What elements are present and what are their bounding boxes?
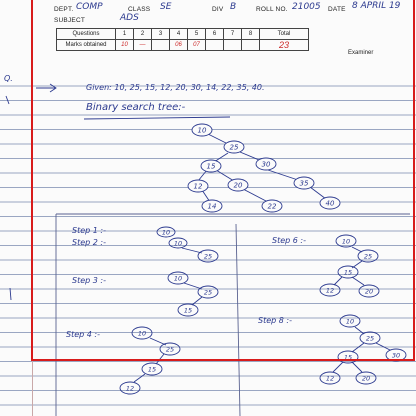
date-label: DATE (328, 6, 346, 13)
svg-text:25: 25 (204, 289, 212, 297)
step-2-label: Step 2 :- (72, 238, 106, 247)
dept-label: DEPT. (54, 6, 74, 13)
margin-tick (5, 95, 10, 105)
svg-text:15: 15 (344, 354, 352, 362)
date-value: 8 APRIL 19 (352, 1, 401, 11)
marks-table: Questions 1 2 3 4 5 6 7 8 Total Marks ob… (56, 28, 309, 51)
bst-title: Binary search tree:- (86, 102, 186, 113)
tree-node-circle (227, 178, 249, 192)
class-label: CLASS (128, 6, 151, 13)
step-4-label: Step 4 :- (66, 330, 100, 339)
examiner-label: Examiner (348, 50, 374, 56)
tree-node-circle (319, 196, 341, 210)
svg-text:12: 12 (326, 287, 334, 295)
title-underline (83, 116, 231, 120)
svg-text:10: 10 (174, 240, 182, 248)
tree-node-value: 22 (268, 203, 277, 211)
step-column-divider (235, 223, 241, 416)
svg-text:20: 20 (365, 288, 373, 296)
tree-node-circle (201, 199, 223, 213)
step-1-label: Step 1 :- (72, 226, 106, 235)
doodles (5, 83, 410, 416)
svg-text:25: 25 (364, 253, 372, 261)
svg-text:25: 25 (166, 346, 174, 354)
tree-node-circle (191, 123, 213, 137)
svg-text:10: 10 (138, 330, 146, 338)
tree-node-value: 30 (262, 161, 271, 169)
tree-node-value: 12 (194, 183, 203, 191)
question-number-label: Q. (4, 74, 13, 83)
step-6-label: Step 6 :- (272, 236, 306, 245)
margin-tick (9, 287, 12, 301)
div-value: B (230, 2, 237, 12)
tree-node-circle (293, 176, 315, 190)
svg-text:15: 15 (184, 307, 192, 315)
step-3-label: Step 3 :- (72, 276, 106, 285)
svg-text:12: 12 (126, 385, 134, 393)
main-tree-edges (197, 132, 327, 203)
main-tree: 10 25 15 30 12 20 35 14 22 40 (187, 123, 341, 213)
svg-text:10: 10 (346, 318, 354, 326)
step-8-label: Step 8 :- (258, 316, 292, 325)
tree-node-value: 20 (234, 182, 243, 190)
tree-node-value: 40 (326, 200, 335, 208)
subject-label: SUBJECT (54, 17, 86, 24)
tree-node-circle (200, 159, 222, 173)
div-label: DIV (212, 6, 224, 13)
tree-node-circle (187, 179, 209, 193)
tree-node-circle (261, 199, 283, 213)
total-value: 23 (259, 39, 309, 51)
svg-text:25: 25 (366, 335, 374, 343)
tree-node-value: 10 (198, 127, 207, 135)
arrow-icon (36, 83, 57, 93)
svg-text:20: 20 (362, 375, 370, 383)
step-trees (119, 226, 407, 395)
subject-value: ADS (120, 13, 139, 23)
step-tree-labels: 10 10 25 10 25 15 10 25 15 12 10 25 15 1… (126, 229, 400, 393)
svg-text:25: 25 (204, 253, 212, 261)
svg-text:10: 10 (162, 229, 170, 237)
tree-node-value: 25 (230, 144, 239, 152)
tree-node-circle (255, 157, 277, 171)
dept-value: COMP (76, 2, 103, 12)
svg-text:15: 15 (148, 366, 156, 374)
tree-node-circle (223, 140, 245, 154)
svg-text:10: 10 (174, 275, 182, 283)
svg-text:30: 30 (392, 352, 400, 360)
roll-value: 21005 (292, 2, 321, 12)
tree-node-value: 15 (207, 163, 216, 171)
svg-text:15: 15 (344, 269, 352, 277)
tree-node-value: 35 (300, 180, 309, 188)
highlight-frame (31, 0, 415, 361)
given-sequence: Given: 10, 25, 15, 12, 20, 30, 14, 22, 3… (86, 83, 265, 92)
svg-text:10: 10 (342, 238, 350, 246)
svg-text:12: 12 (326, 375, 334, 383)
class-value: SE (160, 2, 172, 12)
tree-node-value: 14 (208, 203, 217, 211)
roll-label: ROLL NO. (256, 6, 288, 13)
